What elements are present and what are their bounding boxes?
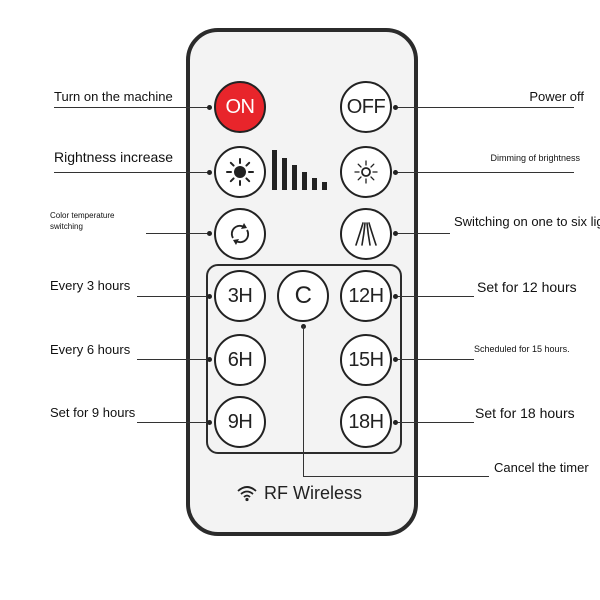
leader-dot (393, 105, 398, 110)
leader-line-3h (137, 296, 210, 297)
leader-line-12h (396, 296, 474, 297)
on-button[interactable]: ON (214, 81, 266, 133)
leader-dot (207, 105, 212, 110)
color-temperature-button[interactable] (214, 208, 266, 260)
timer-12h-button[interactable]: 12H (340, 270, 392, 322)
light-switching-button[interactable] (340, 208, 392, 260)
leader-dot (393, 357, 398, 362)
leader-dot (207, 420, 212, 425)
cancel-timer-button[interactable]: C (277, 270, 329, 322)
leader-dot (207, 170, 212, 175)
brightness-bars-icon (270, 150, 338, 190)
label-set-12: Set for 12 hours (477, 279, 577, 295)
label-switching-lights: Switching on one to six lights (454, 214, 600, 229)
label-scheduled-15: Scheduled for 15 hours. (474, 344, 570, 354)
timer-3h-button[interactable]: 3H (214, 270, 266, 322)
cancel-label: C (294, 282, 312, 309)
leader-line-6h (137, 359, 210, 360)
leader-dot (393, 294, 398, 299)
leader-dot (393, 170, 398, 175)
leader-line-switching (396, 233, 450, 234)
rf-wireless-text: RF Wireless (264, 482, 362, 503)
leader-line-color-temp (146, 233, 210, 234)
leader-line-power-off (396, 107, 574, 108)
label-brightness-increase: Rightness increase (54, 149, 174, 165)
leader-dot (393, 420, 398, 425)
leader-dot (207, 231, 212, 236)
timer-15h-button[interactable]: 15H (340, 334, 392, 386)
leader-line-brightness-up (54, 172, 210, 173)
leader-line-cancel-horizontal (303, 476, 489, 477)
brightness-up-button[interactable] (214, 146, 266, 198)
light-beams-icon (355, 222, 377, 246)
off-button[interactable]: OFF (340, 81, 392, 133)
label-color-temp-2: switching (50, 222, 83, 231)
leader-dot (207, 357, 212, 362)
rf-wireless-brand: RF Wireless (236, 482, 362, 504)
leader-line-15h (396, 359, 474, 360)
brightness-down-button[interactable] (340, 146, 392, 198)
sun-small-icon (354, 160, 378, 184)
wifi-icon (236, 484, 258, 502)
timer-18h-button[interactable]: 18H (340, 396, 392, 448)
sun-large-icon (226, 158, 254, 186)
leader-line-dimming (396, 172, 574, 173)
leader-line-cancel-vertical (303, 326, 304, 476)
label-cancel-timer: Cancel the timer (494, 460, 589, 475)
label-dimming: Dimming of brightness (490, 153, 580, 163)
label-power-off: Power off (529, 89, 584, 104)
timer-9h-button[interactable]: 9H (214, 396, 266, 448)
label-color-temp-1: Color temperature (50, 211, 115, 220)
leader-line-turn-on (54, 107, 210, 108)
leader-line-9h (137, 422, 210, 423)
label-every-3: Every 3 hours (50, 278, 131, 293)
label-set-18: Set for 18 hours (475, 405, 575, 421)
timer-6h-button[interactable]: 6H (214, 334, 266, 386)
leader-dot (393, 231, 398, 236)
cycle-arrows-icon (230, 223, 250, 245)
leader-line-18h (396, 422, 474, 423)
label-turn-on: Turn on the machine (54, 89, 173, 104)
leader-dot (207, 294, 212, 299)
label-every-6: Every 6 hours (50, 342, 131, 357)
label-set-9: Set for 9 hours (50, 405, 136, 420)
